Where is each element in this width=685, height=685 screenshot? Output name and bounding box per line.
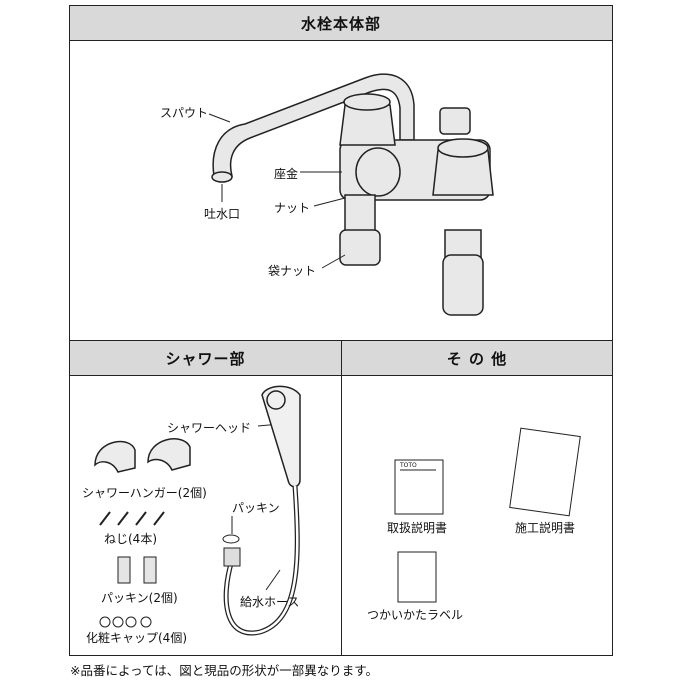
label-manual: 取扱説明書 bbox=[387, 521, 448, 535]
label-gasket-small: パッキン bbox=[232, 501, 280, 515]
hanger-illustration-1 bbox=[94, 440, 136, 473]
label-illustration bbox=[397, 551, 437, 603]
manual-illustration bbox=[394, 459, 444, 515]
faucet-body-title: 水栓本体部 bbox=[300, 14, 381, 33]
label-caps: 化粧キャップ(4個) bbox=[86, 631, 187, 645]
label-nut: ナット bbox=[274, 201, 311, 215]
gasket-illustration bbox=[222, 534, 240, 544]
shower-head-illustration bbox=[261, 385, 301, 488]
label-gaskets: パッキン(2個) bbox=[101, 591, 178, 605]
faucet-body-header: 水栓本体部 bbox=[70, 6, 612, 41]
footnote: ※品番によっては、図と現品の形状が一部異なります。 bbox=[70, 663, 378, 678]
label-usage-label: つかいかたラベル bbox=[367, 608, 464, 622]
label-screws: ねじ(4本) bbox=[104, 532, 157, 546]
label-washer: 座金 bbox=[274, 167, 299, 181]
label-hanger: シャワーハンガー(2個) bbox=[82, 486, 207, 500]
hanger-illustration-2 bbox=[147, 438, 191, 471]
label-hose: 給水ホース bbox=[240, 595, 300, 609]
others-header: そ の 他 bbox=[342, 341, 612, 376]
left-handle-illustration bbox=[339, 104, 396, 146]
brand-mark: TOTO bbox=[400, 462, 417, 469]
label-install-manual: 施工説明書 bbox=[515, 521, 576, 535]
label-shower-head: シャワーヘッド bbox=[167, 421, 252, 435]
diverter-lever-illustration bbox=[355, 147, 401, 197]
label-outlet: 吐水口 bbox=[204, 207, 241, 221]
label-spout: スパウト bbox=[160, 106, 209, 120]
faucet-body-section: 水栓本体部 bbox=[69, 5, 613, 341]
install-manual-illustration bbox=[509, 427, 581, 517]
others-title: そ の 他 bbox=[446, 349, 508, 368]
shower-header: シャワー部 bbox=[70, 341, 341, 376]
label-cap-nut: 袋ナット bbox=[268, 264, 317, 278]
shower-title: シャワー部 bbox=[165, 349, 246, 368]
